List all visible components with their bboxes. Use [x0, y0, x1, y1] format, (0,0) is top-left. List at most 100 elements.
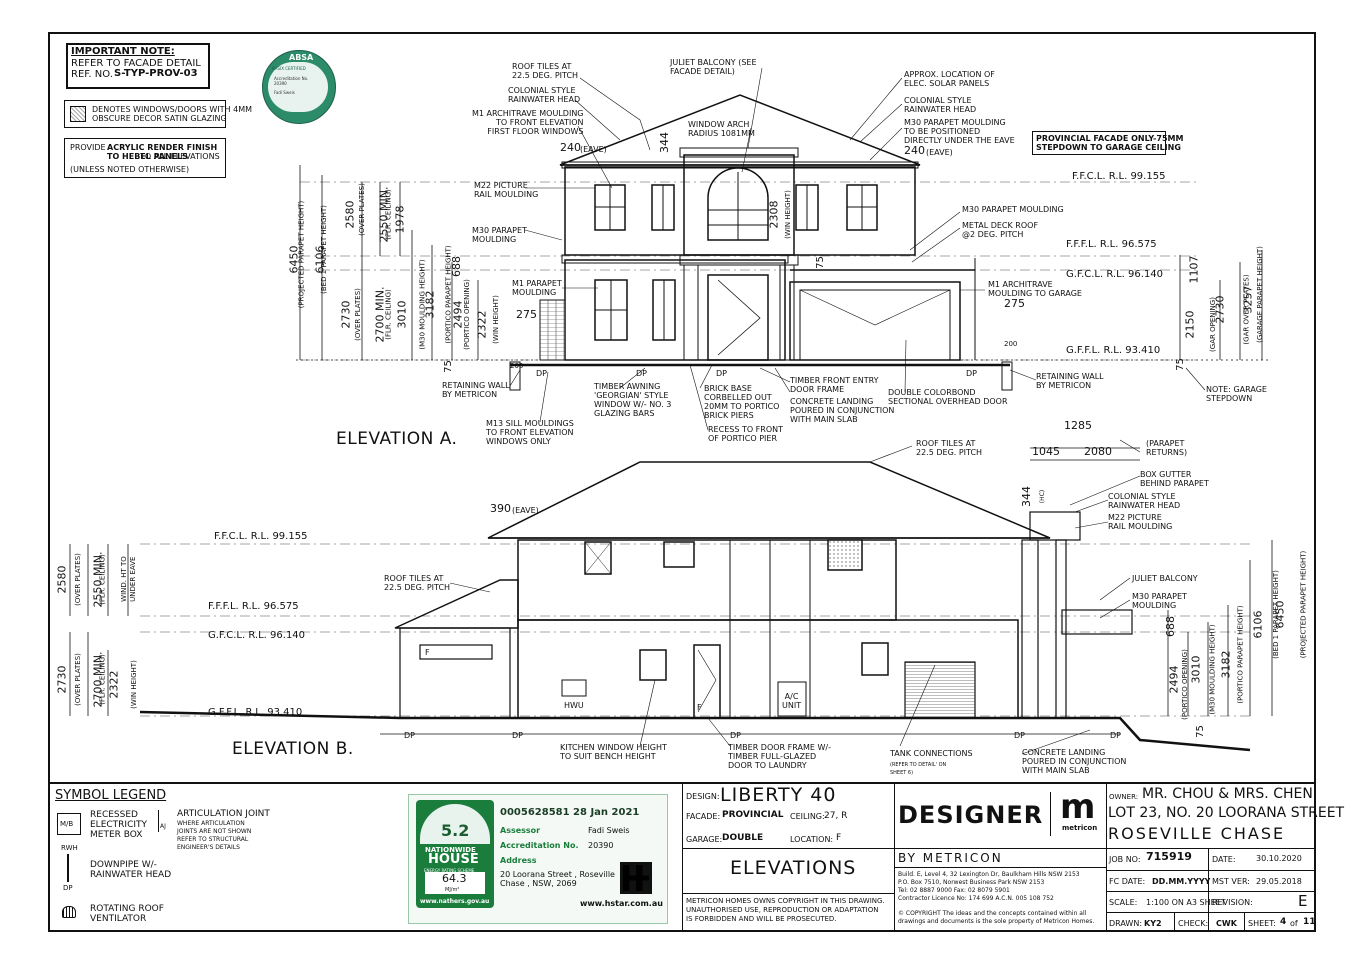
elev-b-dim-6106: 6106 — [1251, 610, 1265, 639]
elev-a-dim-75c: 75 — [442, 360, 454, 373]
render-note-2: TO ALL ELEVATIONS — [140, 152, 220, 161]
elev-b-f-2: F — [697, 703, 702, 712]
elev-a-dim-200b: 200 — [1004, 340, 1018, 348]
elev-a-dim-344: 344 — [658, 132, 671, 153]
elev-a-dim-flr: (FLR. CEILING) — [384, 189, 393, 240]
elev-a-note-garage-door: DOUBLE COLORBOND SECTIONAL OVERHEAD DOOR — [888, 388, 1008, 406]
elev-b-level-ffcl: F.F.C.L. R.L. 99.155 — [214, 531, 308, 542]
elev-a-dim-275b: 275 — [1004, 297, 1025, 310]
elev-b-dim-75: 75 — [1194, 725, 1206, 738]
elev-b-note-roof: ROOF TILES AT 22.5 DEG. PITCH — [916, 439, 983, 457]
owner-name: MR. CHOU & MRS. CHEN — [1142, 786, 1313, 802]
elev-a-dim-2150: 2150 — [1183, 310, 1197, 339]
elev-a-dim-75: 75 — [814, 256, 826, 269]
elev-a-note-m30-l: M30 PARAPET MOULDING — [472, 226, 527, 244]
elev-b-note-tank: TANK CONNECTIONS — [890, 749, 973, 758]
legend-aj-note: WHERE ARTICULATION JOINTS ARE NOT SHOWN … — [177, 820, 252, 851]
elev-b-dim-flr-2: (FLR. CEILING) — [98, 654, 107, 705]
elev-b-dp-1: DP — [404, 731, 415, 740]
elev-a-garage-door — [799, 289, 951, 361]
elev-a-dim-2730g: 2730 — [1213, 295, 1227, 324]
elev-b-level-fffl: F.F.F.L. R.L. 96.575 — [208, 601, 299, 612]
mst-value: 29.05.2018 — [1256, 877, 1302, 886]
date-value: 30.10.2020 — [1256, 854, 1302, 863]
absa-name: Fadi Sweis — [274, 90, 295, 95]
render-note-3: (UNLESS NOTED OTHERWISE) — [70, 165, 190, 174]
elev-b-dim-portico-open: (PORTICO OPENING) — [1180, 649, 1189, 720]
absa-badge-inner — [268, 62, 328, 112]
nathers-star-rating: 5.2 — [441, 821, 470, 840]
job-value: 715919 — [1146, 850, 1192, 863]
elev-a-dim-bed1: (BED 1 PARAPET HEIGHT) — [319, 205, 328, 294]
owner-divider-2 — [1106, 870, 1316, 871]
elev-b-note-parapet-returns: (PARAPET RETURNS) — [1146, 439, 1188, 457]
brand-logo-word: metricon — [1062, 824, 1098, 832]
elev-b-title: ELEVATION B. — [232, 739, 354, 759]
elev-a-note-retaining-r: RETAINING WALL BY METRICON — [1036, 372, 1104, 390]
elev-b-dp-4: DP — [1014, 731, 1025, 740]
location-label: LOCATION: — [790, 835, 834, 844]
elev-a-note-retaining-l: RETAINING WALL BY METRICON — [442, 381, 510, 399]
render-note-bold: ACRYLIC RENDER FINISH TO HEBEL PANELS — [107, 143, 218, 161]
elev-b-dp-2: DP — [512, 731, 523, 740]
elev-a-dp-2: DP — [636, 369, 647, 378]
brand-logo: m — [1060, 787, 1096, 827]
elev-b-dim-proj: (PROJECTED PARAPET HEIGHT) — [1299, 550, 1308, 659]
elev-b-level-gfcl: G.F.C.L. R.L. 96.140 — [208, 630, 306, 641]
elev-a-dp-3: DP — [716, 369, 727, 378]
absa-title: ABSA — [289, 53, 314, 62]
elev-b-dim-344: 344 — [1020, 486, 1033, 507]
elev-b-window-upper-3 — [827, 539, 863, 571]
design-name: LIBERTY 40 — [720, 784, 837, 806]
sheet-value: 4 — [1280, 917, 1287, 927]
nathers-accred: 20390 — [588, 841, 614, 850]
elev-a-note-recess: RECESS TO FRONT OF PORTICO PIER — [708, 425, 784, 443]
elev-b-dim-2322: 2322 — [107, 670, 121, 699]
elev-b-window-upper-1 — [584, 541, 612, 575]
elev-a-dim-flr-2: (FLR. CEILING) — [384, 289, 393, 340]
provincial-note — [1032, 131, 1166, 155]
nathers-cert: 0005628581 28 Jan 2021 — [500, 807, 640, 818]
nathers-mj-unit: MJ/m² — [445, 887, 460, 893]
nathers-mj: 64.3 — [442, 872, 467, 885]
elev-b-dim-flr: (FLR. CEILING) — [98, 554, 107, 605]
downpipe-icon — [67, 854, 69, 882]
elev-a-dim-3257: 3257 — [1241, 285, 1255, 314]
owner-panel — [1106, 784, 1316, 932]
rev-label: REVISION: — [1212, 898, 1253, 907]
fc-label: FC DATE: — [1109, 877, 1146, 886]
elev-b-dim-390: 390 — [490, 502, 511, 515]
elev-b-note-roof-lower: ROOF TILES AT 22.5 DEG. PITCH — [384, 574, 451, 592]
ventilator-icon — [62, 906, 76, 918]
elev-b-dim-3182: 3182 — [1219, 650, 1233, 679]
absa-sub: BASIX CERTIFIED — [272, 66, 306, 71]
nathers-scheme-2: HOUSE — [428, 852, 479, 867]
elev-b-note-kitchen: KITCHEN WINDOW HEIGHT TO SUIT BENCH HEIG… — [560, 743, 667, 761]
elev-a-note-entry-frame: TIMBER FRONT ENTRY DOOR FRAME — [790, 376, 879, 394]
elev-a-dim-688: 688 — [450, 256, 463, 277]
brand-panel — [894, 784, 1106, 932]
nathers-scheme-1: NATIONWIDE — [425, 846, 476, 854]
design-panel — [682, 784, 894, 932]
check-label: CHECK: — [1178, 919, 1209, 928]
ceiling-value: 27, R — [824, 811, 848, 821]
elev-b-window-ground-1 — [419, 644, 493, 660]
mst-label: MST VER: — [1212, 877, 1250, 886]
date-label: DATE: — [1212, 855, 1236, 864]
owner-divider-v3 — [1244, 912, 1245, 932]
scale-value: 1:100 ON A3 SHEET — [1146, 898, 1226, 907]
elev-b-dim-1045: 1045 — [1032, 445, 1060, 458]
important-note-body: REFER TO FACADE DETAIL REF. NO. — [71, 58, 201, 80]
copyright-warning: METRICON HOMES OWNS COPYRIGHT IN THIS DR… — [686, 897, 885, 923]
elev-b-dim-2494: 2494 — [1167, 665, 1181, 694]
sheet-total: 11 — [1303, 917, 1316, 927]
nathers-qr-code — [620, 862, 652, 894]
important-note-box — [66, 43, 210, 89]
brand-designer: DESIGNER — [898, 801, 1044, 829]
elev-b-note-m30: M30 PARAPET MOULDING — [1132, 592, 1187, 610]
elev-a-dim-2308: 2308 — [767, 200, 781, 229]
elev-b-dim-plates: (OVER PLATES) — [73, 553, 82, 606]
elev-a-dp-1: DP — [536, 369, 547, 378]
check-value: CWK — [1216, 919, 1237, 928]
legend-dp: DP — [63, 884, 73, 892]
